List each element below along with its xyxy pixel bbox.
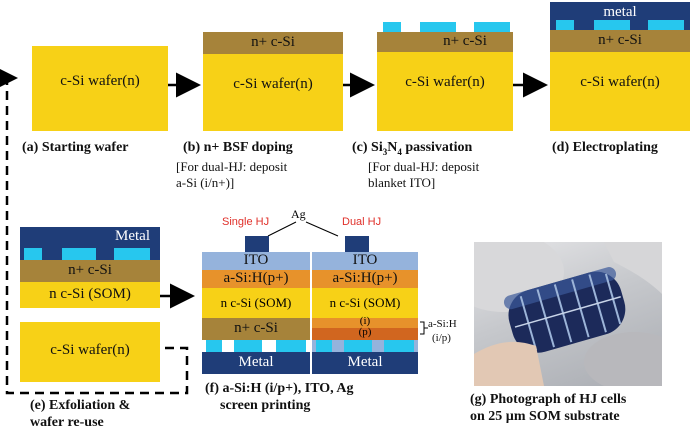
nplus-layer-c: n+ c-Si: [377, 32, 513, 52]
nplus-label-c: n+ c-Si: [443, 33, 487, 49]
nplus-layer-e: n+ c-Si: [20, 260, 160, 282]
note-b-line2: a-Si (i/n+)]: [176, 175, 235, 190]
wafer-c: c-Si wafer(n): [377, 52, 513, 131]
wafer-e: c-Si wafer(n): [20, 322, 160, 382]
caption-f-line2: screen printing: [220, 398, 311, 413]
ito-layer-dual: ITO: [312, 252, 418, 270]
som-layer-e: n c-Si (SOM): [20, 282, 160, 308]
wafer-a-label: c-Si wafer(n): [60, 73, 140, 89]
passivation-pad-c3: [474, 22, 510, 32]
som-label-dual: n c-Si (SOM): [329, 295, 401, 310]
som-layer-dual: n c-Si (SOM): [312, 288, 418, 318]
som-layer-single: n c-Si (SOM): [202, 288, 310, 318]
metal-label-d: metal: [603, 4, 637, 20]
nplus-label-e: n+ c-Si: [68, 262, 112, 278]
p-label-dual: (p): [358, 326, 372, 338]
pad-dual-1: [316, 340, 332, 352]
passivation-pad-c2: [420, 22, 456, 32]
note-c-line1: [For dual-HJ: deposit: [368, 159, 480, 174]
side-label-line1: a-Si:H: [428, 318, 457, 330]
metal-pad-e3: [114, 248, 150, 260]
i-label-dual: (i): [359, 315, 371, 327]
caption-e-line1: (e) Exfoliation &: [30, 398, 131, 413]
photo-drawing: [474, 242, 662, 386]
som-label-single: n c-Si (SOM): [220, 295, 292, 310]
metal-layer-single: Metal: [202, 352, 310, 374]
asi-label-dual: a-Si:H(p+): [332, 270, 398, 286]
side-label-line2: (i/p): [432, 332, 451, 344]
p-layer-dual: (p): [312, 326, 418, 340]
caption-g-line1: (g) Photograph of HJ cells: [470, 392, 627, 407]
metal-pad-e1: [24, 248, 42, 260]
asi-layer-dual: a-Si:H(p+): [312, 270, 418, 288]
ag-label: Ag: [291, 207, 306, 221]
wafer-a: c-Si wafer(n): [32, 46, 168, 131]
metal-pad-d3: [648, 20, 684, 30]
nplus-layer-single: n+ c-Si: [202, 318, 310, 340]
single-hj-label: Single HJ: [222, 216, 270, 228]
wafer-c-label: c-Si wafer(n): [405, 74, 485, 90]
reuse-loop-dashed: [0, 65, 189, 395]
metal-label-single: Metal: [238, 354, 274, 370]
caption-e-line2: wafer re-use: [30, 415, 104, 430]
dual-hj-label: Dual HJ: [342, 216, 382, 228]
passivation-pad-c1: [383, 22, 401, 32]
side-brace: [420, 321, 428, 335]
wafer-d-label: c-Si wafer(n): [580, 74, 660, 90]
metal-pad-d1: [556, 20, 574, 30]
wafer-e-label: c-Si wafer(n): [50, 342, 130, 358]
hj-cells-photograph: [474, 242, 662, 386]
wafer-d: c-Si wafer(n): [550, 52, 690, 131]
metal-label-e: Metal: [115, 228, 150, 244]
ito-label-single: ITO: [243, 252, 269, 268]
metal-label-dual: Metal: [347, 354, 383, 370]
asi-layer-single: a-Si:H(p+): [202, 270, 310, 288]
nplus-label-d: n+ c-Si: [598, 32, 642, 48]
ag-contact-single: [245, 236, 269, 252]
caption-g-line2: on 25 µm SOM substrate: [470, 409, 620, 424]
pad-single-3: [276, 340, 306, 352]
caption-a: (a) Starting wafer: [22, 140, 129, 155]
som-label-e: n c-Si (SOM): [49, 286, 131, 302]
nplus-layer-b: n+ c-Si: [203, 32, 343, 54]
pad-dual-2: [344, 340, 372, 352]
i-layer-dual: (i): [312, 315, 418, 328]
pad-single-1: [206, 340, 222, 352]
nplus-label-single: n+ c-Si: [234, 320, 278, 336]
metal-pad-d2: [594, 20, 630, 30]
caption-c: (c) Si3N4 passivation: [352, 140, 473, 157]
note-c-line2: blanket ITO]: [368, 175, 436, 190]
ag-contact-dual: [345, 236, 369, 252]
ito-label-dual: ITO: [352, 252, 378, 268]
pad-dual-3: [384, 340, 414, 352]
caption-f-line1: (f) a-Si:H (i/p+), ITO, Ag: [205, 381, 354, 396]
metal-pad-e2: [62, 248, 96, 260]
nplus-layer-d: n+ c-Si: [550, 30, 690, 52]
asi-label-single: a-Si:H(p+): [223, 270, 289, 286]
wafer-b-label: c-Si wafer(n): [233, 76, 313, 92]
metal-layer-dual: Metal: [312, 352, 418, 374]
ito-layer-single: ITO: [202, 252, 310, 270]
wafer-b: c-Si wafer(n): [203, 54, 343, 131]
note-b-line1: [For dual-HJ: deposit: [176, 159, 288, 174]
caption-d: (d) Electroplating: [552, 140, 658, 155]
ag-pointer-lines: [267, 221, 339, 237]
nplus-label-b: n+ c-Si: [251, 34, 295, 50]
caption-b: (b) n+ BSF doping: [183, 140, 293, 155]
pad-single-2: [234, 340, 262, 352]
